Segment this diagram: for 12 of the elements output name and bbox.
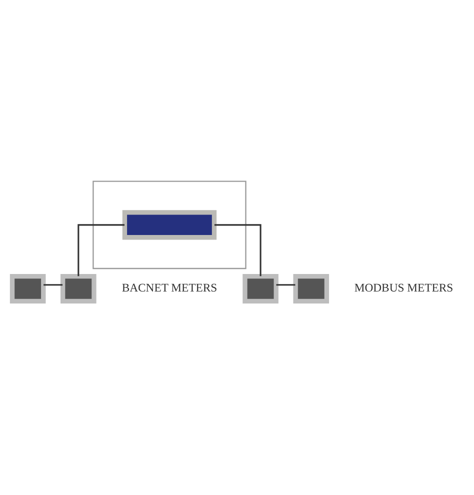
label: BACNET METERS: [122, 281, 218, 294]
node-box: [293, 274, 330, 304]
connector: [214, 224, 262, 276]
node-box: [242, 274, 278, 304]
connector: [276, 284, 296, 286]
connector: [44, 284, 63, 286]
connector: [78, 224, 124, 276]
node-box: [10, 274, 46, 304]
node-box: [122, 210, 217, 240]
cluster: [92, 180, 246, 270]
label: MODBUS METERS: [354, 281, 454, 294]
node-box: [60, 274, 96, 304]
